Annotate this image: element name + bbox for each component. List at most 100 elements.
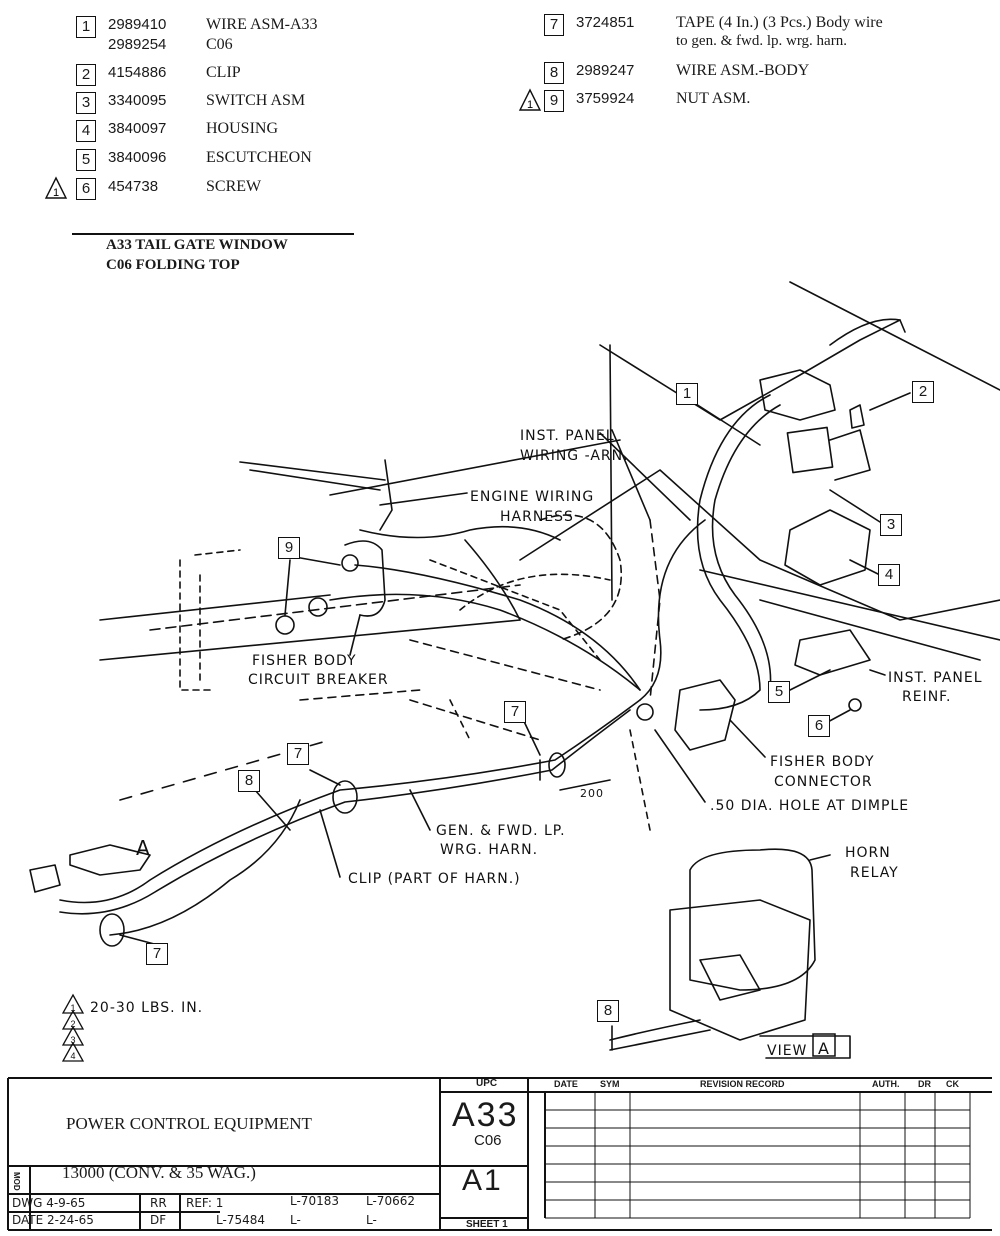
callout-box: 4 bbox=[878, 564, 900, 586]
warning-triangle-icon: 1 bbox=[44, 176, 68, 199]
part-description: WIRE ASM-A33 bbox=[206, 16, 318, 33]
part-description: SCREW bbox=[206, 178, 262, 195]
label-inst-panel-reinf: REINF. bbox=[902, 689, 951, 705]
callout-box: 9 bbox=[278, 537, 300, 559]
item-number: 3 bbox=[76, 92, 96, 114]
part-description: C06 bbox=[206, 36, 233, 53]
diagram-labels: INST. PANEL WIRING -ARN. ENGINE WIRING H… bbox=[90, 428, 983, 1059]
note-line: A33 TAIL GATE WINDOW bbox=[106, 237, 288, 253]
header-date: DATE bbox=[554, 1079, 578, 1089]
label-horn-relay: RELAY bbox=[850, 865, 899, 881]
callout-box: 7 bbox=[146, 943, 168, 965]
note-line: C06 FOLDING TOP bbox=[106, 257, 240, 273]
revision-date: DATE 2-24-65 bbox=[12, 1213, 94, 1227]
label-circuit-breaker: CIRCUIT BREAKER bbox=[248, 672, 389, 688]
callout-box: 7 bbox=[504, 701, 526, 723]
callout-box: 6 bbox=[808, 715, 830, 737]
part-description: SWITCH ASM bbox=[206, 92, 306, 109]
drawing-title: POWER CONTROL EQUIPMENT bbox=[66, 1114, 312, 1133]
torque-flag-number: 4 bbox=[70, 1051, 75, 1061]
part-number: 3840097 bbox=[108, 120, 167, 137]
flag-number: 1 bbox=[527, 99, 533, 111]
notes-rule bbox=[72, 233, 354, 235]
ref-number: L-75484 bbox=[216, 1213, 265, 1227]
sheet-number: SHEET 1 bbox=[466, 1219, 508, 1230]
title-block-frame bbox=[7, 1077, 992, 1231]
diagram-linework bbox=[29, 281, 1000, 1059]
header-dr: DR bbox=[918, 1079, 931, 1089]
model-line: 13000 (CONV. & 35 WAG.) bbox=[62, 1163, 256, 1182]
label-gen-harness: GEN. & FWD. LP. bbox=[436, 823, 566, 839]
torque-flags bbox=[61, 993, 85, 1062]
torque-flag-number: 2 bbox=[70, 1019, 75, 1029]
label-fisher-connector: FISHER BODY bbox=[770, 754, 875, 770]
header-auth: AUTH. bbox=[872, 1079, 900, 1089]
initials: DF bbox=[150, 1213, 167, 1227]
ref-number: L-70183 bbox=[290, 1194, 339, 1208]
upc-code: A33 bbox=[452, 1096, 519, 1134]
sheet-code: A1 bbox=[462, 1164, 503, 1197]
item-number: 4 bbox=[76, 120, 96, 142]
initials: RR bbox=[150, 1196, 167, 1210]
label-engine-wiring: ENGINE WIRING bbox=[470, 489, 594, 505]
label-gen-harness: WRG. HARN. bbox=[440, 842, 538, 858]
item-number: 6 bbox=[76, 178, 96, 200]
label-hole: .50 DIA. HOLE AT DIMPLE bbox=[710, 798, 909, 814]
label-dimension: 200 bbox=[580, 787, 604, 800]
callout-box: 7 bbox=[287, 743, 309, 765]
part-description: to gen. & fwd. lp. wrg. harn. bbox=[676, 33, 847, 49]
callout-box: 3 bbox=[880, 514, 902, 536]
torque-flag-numbers: 1 2 3 4 bbox=[70, 1003, 75, 1061]
callout-box: 8 bbox=[597, 1000, 619, 1022]
label-engine-wiring: HARNESS bbox=[500, 509, 574, 525]
label-inst-panel-reinf: INST. PANEL bbox=[888, 670, 983, 686]
part-number: 3340095 bbox=[108, 92, 167, 109]
item-number: 8 bbox=[544, 62, 564, 84]
flag-number: 1 bbox=[53, 187, 59, 199]
part-description: WIRE ASM.-BODY bbox=[676, 62, 810, 79]
part-description: NUT ASM. bbox=[676, 90, 751, 107]
torque-flag-number: 3 bbox=[70, 1035, 75, 1045]
label-horn-relay: HORN bbox=[845, 845, 891, 861]
label-torque: 20-30 LBS. IN. bbox=[90, 1000, 203, 1016]
part-number: 2989247 bbox=[576, 62, 635, 79]
ref-label: REF: 1 bbox=[186, 1196, 224, 1210]
item-number: 2 bbox=[76, 64, 96, 86]
item-number: 9 bbox=[544, 90, 564, 112]
label-inst-panel-wiring: INST. PANEL bbox=[520, 428, 615, 444]
header-sym: SYM bbox=[600, 1079, 620, 1089]
part-number: 3840096 bbox=[108, 149, 167, 166]
label-view-a-marker: A bbox=[136, 836, 151, 860]
ref-number: L- bbox=[366, 1213, 377, 1227]
label-view: VIEW bbox=[767, 1043, 807, 1059]
label-circuit-breaker: FISHER BODY bbox=[252, 653, 357, 669]
label-view-letter: A bbox=[818, 1039, 830, 1058]
ref-number: L- bbox=[290, 1213, 301, 1227]
part-number: 4154886 bbox=[108, 64, 167, 81]
wiring-diagram: INST. PANEL WIRING -ARN. ENGINE WIRING H… bbox=[29, 281, 1000, 1062]
upc-sub: C06 bbox=[474, 1132, 502, 1149]
label-inst-panel-wiring: WIRING -ARN. bbox=[520, 448, 629, 464]
part-description: CLIP bbox=[206, 64, 241, 81]
callout-box: 2 bbox=[912, 381, 934, 403]
part-description: ESCUTCHEON bbox=[206, 149, 312, 166]
item-number: 5 bbox=[76, 149, 96, 171]
warning-triangle-icon: 1 bbox=[518, 88, 542, 111]
view-letter-box bbox=[812, 1033, 836, 1057]
part-number: 2989410 bbox=[108, 16, 167, 33]
part-number: 2989254 bbox=[108, 36, 167, 53]
part-number: 3759924 bbox=[576, 90, 635, 107]
callout-box: 8 bbox=[238, 770, 260, 792]
torque-flag-number: 1 bbox=[70, 1003, 75, 1013]
header-upc: UPC bbox=[476, 1078, 498, 1089]
item-number: 7 bbox=[544, 14, 564, 36]
header-ck: CK bbox=[946, 1079, 959, 1089]
ref-number: L-70662 bbox=[366, 1194, 415, 1208]
part-number: 3724851 bbox=[576, 14, 635, 31]
label-clip-part: CLIP (PART OF HARN.) bbox=[348, 871, 521, 887]
callout-box: 1 bbox=[676, 383, 698, 405]
dwg-date: DWG 4-9-65 bbox=[12, 1196, 86, 1210]
label-fisher-connector: CONNECTOR bbox=[774, 774, 873, 790]
part-description: HOUSING bbox=[206, 120, 278, 137]
item-number: 1 bbox=[76, 16, 96, 38]
